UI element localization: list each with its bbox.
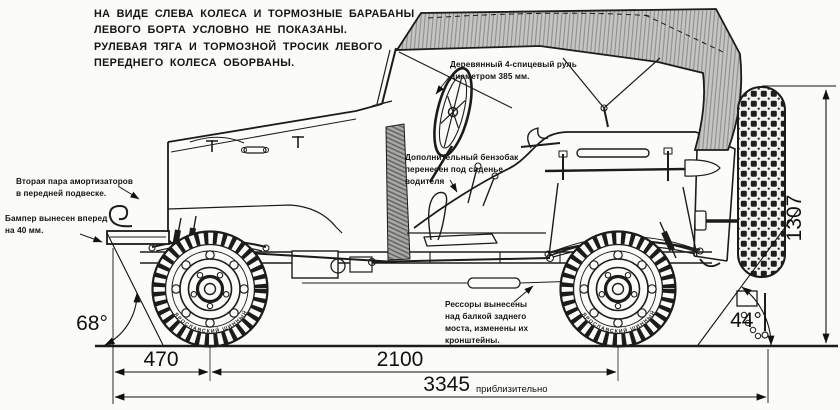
rear-panel [693, 131, 736, 262]
hood-latch [206, 140, 218, 152]
technical-note: НА ВИДЕ СЛЕВА КОЛЕСА И ТОРМОЗНЫЕ БАРАБАН… [94, 8, 415, 70]
approach-angle: 68° [76, 232, 164, 346]
tow-hook-rear [699, 258, 721, 268]
dim-overall-length-qualifier: приблизительно [476, 384, 548, 395]
dimension-front-overhang: 470 [112, 248, 209, 404]
hood-latch [292, 136, 304, 148]
callout-steering-wheel: Деревянный 4-спицевый руль диаметром 385… [450, 60, 577, 81]
canopy-strut [398, 51, 513, 109]
leader-fuel-tank [449, 179, 458, 193]
callout-leaders [79, 76, 534, 303]
grab-handle [576, 148, 650, 158]
departure-angle-label: 44° [730, 309, 762, 332]
seat-back [428, 191, 448, 241]
callout-shock-absorbers: Вторая пара амортизаторов в передней под… [16, 177, 134, 198]
dim-overall-length-label: 3345 [423, 373, 470, 396]
dim-front-overhang-label: 470 [143, 348, 178, 371]
callout-fuel-tank: Дополнительный бензобак перенесен под си… [405, 153, 519, 186]
windshield-frame [381, 47, 397, 105]
hood-line [167, 110, 357, 143]
body-top-edge [413, 131, 696, 229]
dimension-wheelbase: 2100 [211, 348, 617, 376]
leader-steering [435, 76, 450, 95]
dimension-overall-height: 1307 [762, 85, 836, 344]
leader-rear-springs [513, 285, 534, 303]
steering-wheel [433, 66, 473, 158]
steering-column [428, 145, 454, 183]
front-fender [167, 204, 343, 234]
departure-angle: 44° [697, 209, 799, 346]
approach-angle-label: 68° [76, 312, 108, 335]
canopy-strut [603, 57, 661, 109]
leader-shocks [117, 185, 140, 200]
shovel-handle [544, 167, 686, 173]
shovel-blade [684, 159, 721, 177]
leader-bumper [79, 233, 103, 243]
tow-hook-front [108, 204, 133, 228]
seat-cushion [423, 233, 498, 247]
cab-shaded-panel [385, 123, 411, 261]
callout-front-bumper: Бампер вынесен вперед на 40 мм. [5, 214, 108, 235]
canvas-top [395, 8, 743, 151]
dim-wheelbase-label: 2100 [377, 348, 424, 371]
vehicle-body [167, 47, 736, 268]
dim-height-label: 1307 [783, 195, 806, 242]
callout-rear-springs: Рессоры вынесены над балкой заднего мост… [445, 300, 529, 345]
canopy-strut [562, 57, 605, 109]
dimension-overall-length: 3345 приблизительно [114, 349, 769, 403]
